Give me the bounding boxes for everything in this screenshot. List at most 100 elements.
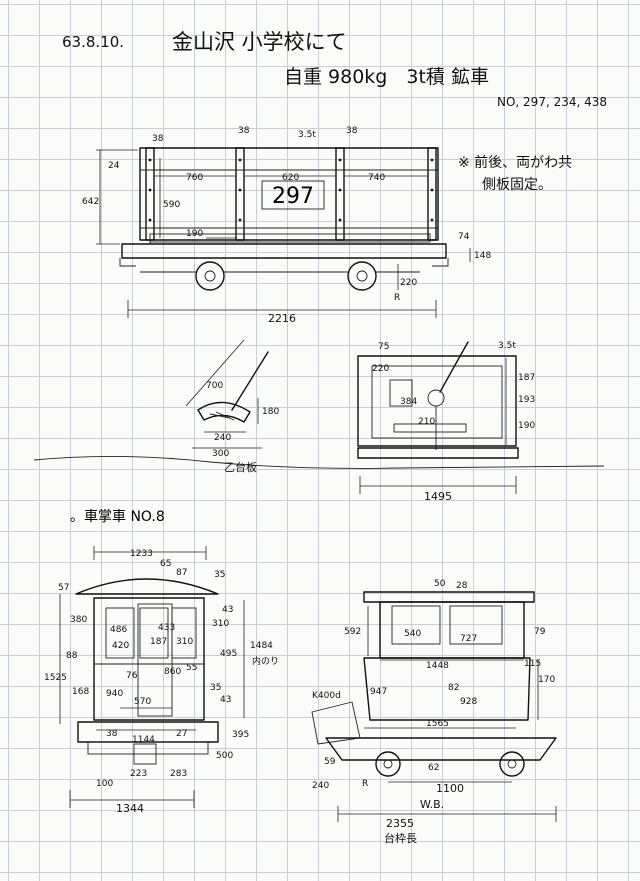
dim-end-mid: 193: [518, 395, 535, 405]
dim-base-width-front: 570: [134, 697, 151, 707]
loco-front-window-right: [171, 607, 197, 659]
dim-plate-width: 240: [214, 433, 231, 443]
dim-lever-height: 180: [262, 407, 279, 417]
loco-front-window-left: [105, 607, 135, 659]
dim-side-35: 35: [210, 683, 221, 693]
dim-side-170: 170: [538, 675, 555, 685]
dim-seg-right: 740: [368, 173, 385, 183]
dim-wheelbase: 1100: [436, 782, 464, 795]
dim-side-roof-50: 50: [434, 579, 446, 589]
dim-end-width: 1495: [424, 490, 452, 503]
dim-side-82: 82: [448, 683, 459, 693]
loco-side-roof: [363, 591, 535, 603]
ore-car-capacity-mark: 3.5t: [298, 130, 316, 140]
loco-roof: [75, 578, 219, 595]
dim-wheel-radius: R: [394, 293, 400, 303]
end-view-brake-handle: [439, 341, 469, 393]
ore-car-post-mid-right: [335, 147, 345, 241]
dim-step-223: 223: [130, 769, 147, 779]
dim-window-right: 310: [212, 619, 229, 629]
brake-lever-handle: [231, 351, 269, 411]
ore-car-side-view: 297: [96, 147, 471, 318]
dim-roof-c: 35: [214, 570, 225, 580]
end-view-brake-box: [389, 379, 413, 407]
ore-car-note-1: ※ 前後、両がわ共: [458, 155, 573, 171]
dim-frame-38: 38: [106, 729, 118, 739]
dim-seg-mid: 620: [282, 173, 299, 183]
dim-side-1565: 1565: [426, 719, 449, 729]
dim-side-79: 79: [534, 627, 546, 637]
dim-post-right: 38: [346, 126, 358, 136]
ore-car-sill: [149, 233, 431, 243]
dim-side-59: 59: [324, 757, 336, 767]
brake-quadrant-plate: [197, 401, 251, 423]
dim-post-mid: 38: [238, 126, 250, 136]
end-capacity-mark: 3.5t: [498, 341, 516, 351]
dim-side-115: 115: [524, 659, 541, 669]
dim-axle-height: 220: [400, 278, 417, 288]
dim-side-727: 727: [460, 634, 477, 644]
dim-seg-left: 760: [186, 173, 203, 183]
ore-car-end-view: [357, 341, 519, 494]
loco-side-view: [311, 591, 557, 822]
dim-lower-right: 860: [164, 667, 181, 677]
dim-total-height: 1525: [44, 673, 67, 683]
dim-window-left: 380: [70, 615, 87, 625]
dim-frame-length: 2355: [386, 817, 414, 830]
ore-car-underframe: [121, 243, 447, 259]
ore-car-note-2: 側板固定。: [482, 177, 552, 193]
ore-car-post-right: [427, 147, 437, 241]
loco-front-view: [59, 546, 245, 808]
dim-top-lip: 24: [108, 161, 120, 171]
dim-buffer: 148: [474, 251, 491, 261]
dim-base-width: 300: [212, 449, 229, 459]
dim-side-window-w: 540: [404, 629, 421, 639]
dim-end-bar: 210: [418, 417, 435, 427]
ore-car-body: [139, 147, 439, 241]
loco-front-door-window: [139, 607, 169, 659]
loco-front-step: [133, 743, 157, 765]
frame-length-label: 台枠長: [384, 831, 417, 845]
dim-end-brake: 384: [400, 397, 417, 407]
dim-eave: 57: [58, 583, 69, 593]
dim-loco-height: 1484: [250, 641, 273, 651]
ore-car-number-plate: [261, 180, 325, 210]
dim-side-928: 928: [460, 697, 477, 707]
end-view-body: [357, 355, 517, 447]
dim-door-width: 486: [110, 625, 127, 635]
dim-ore-car-height: 642: [82, 197, 99, 207]
dim-step-76: 76: [126, 671, 138, 681]
loco-side-window-left: [391, 605, 441, 645]
dim-side-88: 88: [66, 651, 78, 661]
section-divider: [33, 455, 605, 469]
ore-car-wheel-right: [347, 261, 377, 291]
dim-coupler: 74: [458, 232, 470, 242]
dim-end-corner: 75: [378, 342, 389, 352]
loco-side-window-right: [449, 605, 503, 645]
dim-step-500: 500: [216, 751, 233, 761]
dim-roof-r: 87: [176, 568, 187, 578]
dim-frame-width: 1144: [132, 735, 155, 745]
dim-end-top: 220: [372, 364, 389, 374]
dim-side-window-h: 592: [344, 627, 361, 637]
ore-car-post-left: [145, 147, 155, 241]
dim-side-55: 55: [186, 663, 197, 673]
loco-side-controller: [311, 701, 361, 745]
dim-loco-width: 1344: [116, 802, 144, 815]
wheelbase-label: W.B.: [420, 798, 444, 811]
dim-frame-395: 395: [232, 730, 249, 740]
dim-door-lower: 940: [106, 689, 123, 699]
loco-wheel-front: [375, 751, 401, 777]
dim-side-width: 433: [158, 623, 175, 633]
ore-car-number: 297: [272, 184, 314, 209]
ore-car-wheel-left: [195, 261, 225, 291]
weight-title: 自重 980kg 3t積 鉱車: [284, 66, 489, 88]
loco-side-lower-body: [363, 657, 531, 721]
dim-inner-a: 420: [112, 641, 129, 651]
dim-post-left: 38: [152, 134, 164, 144]
dim-lower-left: 168: [72, 687, 89, 697]
dim-frame-27: 27: [176, 729, 187, 739]
dim-roof-top: 65: [160, 559, 171, 569]
dim-side-wheel-r: R: [362, 779, 368, 789]
